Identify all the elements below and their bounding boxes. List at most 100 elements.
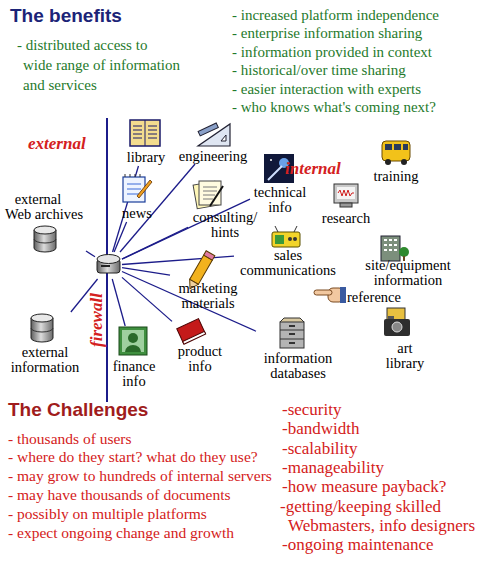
node-label: library [122,150,170,165]
database-icon [31,314,53,342]
cylinder-ring [34,239,56,243]
book-spine [145,120,146,146]
book-lines [133,126,157,138]
pen [210,186,223,206]
node-label: news [116,206,158,221]
node-label: external information [4,345,86,374]
bus-wheel [401,159,407,165]
art-library-node: art library [376,308,434,372]
pencil-eraser [204,251,215,260]
note-frame [119,327,147,355]
connector-line [122,277,172,321]
challenge-item: - may grow to hundreds of internal serve… [8,466,272,485]
book-pages [183,331,206,344]
node-label: art library [382,341,428,370]
cabinet-body [280,322,304,348]
benefit-item: - enterprise information sharing [232,24,422,42]
section-heading: The Challenges [8,398,148,422]
drawer-handle [289,342,295,344]
cabinet-icon [280,318,304,348]
connector-line [86,251,95,257]
challenge-item: - thousands of users [8,429,132,448]
challenge-item: - possibly on multiple platforms [8,504,207,523]
camera-flash [388,316,394,319]
library-node: library [122,116,170,166]
waveform [338,190,354,196]
pencil-body [190,255,213,284]
notepad-spiral [125,174,140,177]
node-label: training [368,169,424,184]
radio-icon [272,226,300,247]
node-label: technical info [250,185,310,214]
camera-lens [392,322,402,332]
benefit-item: - distributed access to wide range of in… [17,35,188,95]
node-label: marketing materials [170,281,246,310]
monitor-case [334,184,358,203]
set-square-hole [221,135,226,141]
site-node: site/equipment information [356,230,460,288]
challenge-item: -how measure payback? [282,477,446,496]
camera-body [384,319,410,336]
connector-line [122,256,234,264]
drafting-icon [198,123,230,146]
camera-icon [384,308,410,336]
papers-icon [193,181,223,209]
drawer-handle [289,325,295,327]
connector-line [122,227,188,259]
pencil [137,180,152,198]
notepad-lines [127,184,141,194]
banknote-icon [119,327,147,355]
node-label: sales communications [234,248,342,277]
connector-line [122,272,256,332]
hand-icon [314,287,346,303]
marketing-node: marketing materials [170,250,246,312]
diagram-title: The benefits [10,4,122,28]
challenge-item: -ongoing maintenance [282,535,434,554]
challenge-item: - where do they start? what do they use? [8,447,258,466]
cylinder-ring [31,328,53,332]
node-label: information databases [256,351,340,380]
star [270,159,272,161]
hand-finger [314,290,332,295]
training-node: training [368,136,424,184]
drawer-handle [289,333,295,335]
zone-label: internal [285,159,341,179]
note-field [122,330,144,352]
benefit-item: - information provided in context [232,43,432,61]
connector-line [112,279,125,326]
monitor-icon [334,184,358,207]
node-label: external Web archives [2,192,86,221]
cylinder-top [31,314,53,322]
cabinet-drawers [280,330,304,339]
node-label: finance info [110,359,158,388]
hub-server-icon [97,255,120,274]
bus-window [385,144,392,150]
challenge-item: -scalability [282,439,358,458]
server-slot [101,265,110,267]
challenge-item: - expect ongoing change and growth [8,523,234,542]
databases-node: information databases [256,318,340,382]
firewall-label: firewall [87,285,107,355]
portrait-head [128,333,138,343]
benefit-item: - historical/over time sharing [232,61,406,79]
external-info-node: external information [4,312,86,376]
benefit-item: - increased platform independence [232,6,439,24]
technical-info-node: technical info [250,152,310,218]
book-cover [130,120,160,146]
radio-body [272,232,300,247]
server-top [97,255,120,264]
finance-node: finance info [110,326,158,390]
bus-window [403,144,408,150]
connector-line [122,268,170,275]
notepad-icon [123,174,152,202]
notepad-page [123,177,145,202]
engineering-node: engineering [176,122,250,164]
node-label: research [316,211,376,226]
picture [387,308,405,320]
radio-knob [288,237,292,241]
tree-crown [399,247,409,257]
reference-node: reference [312,282,408,312]
research-node: research [316,180,376,226]
building-windows [384,240,397,250]
